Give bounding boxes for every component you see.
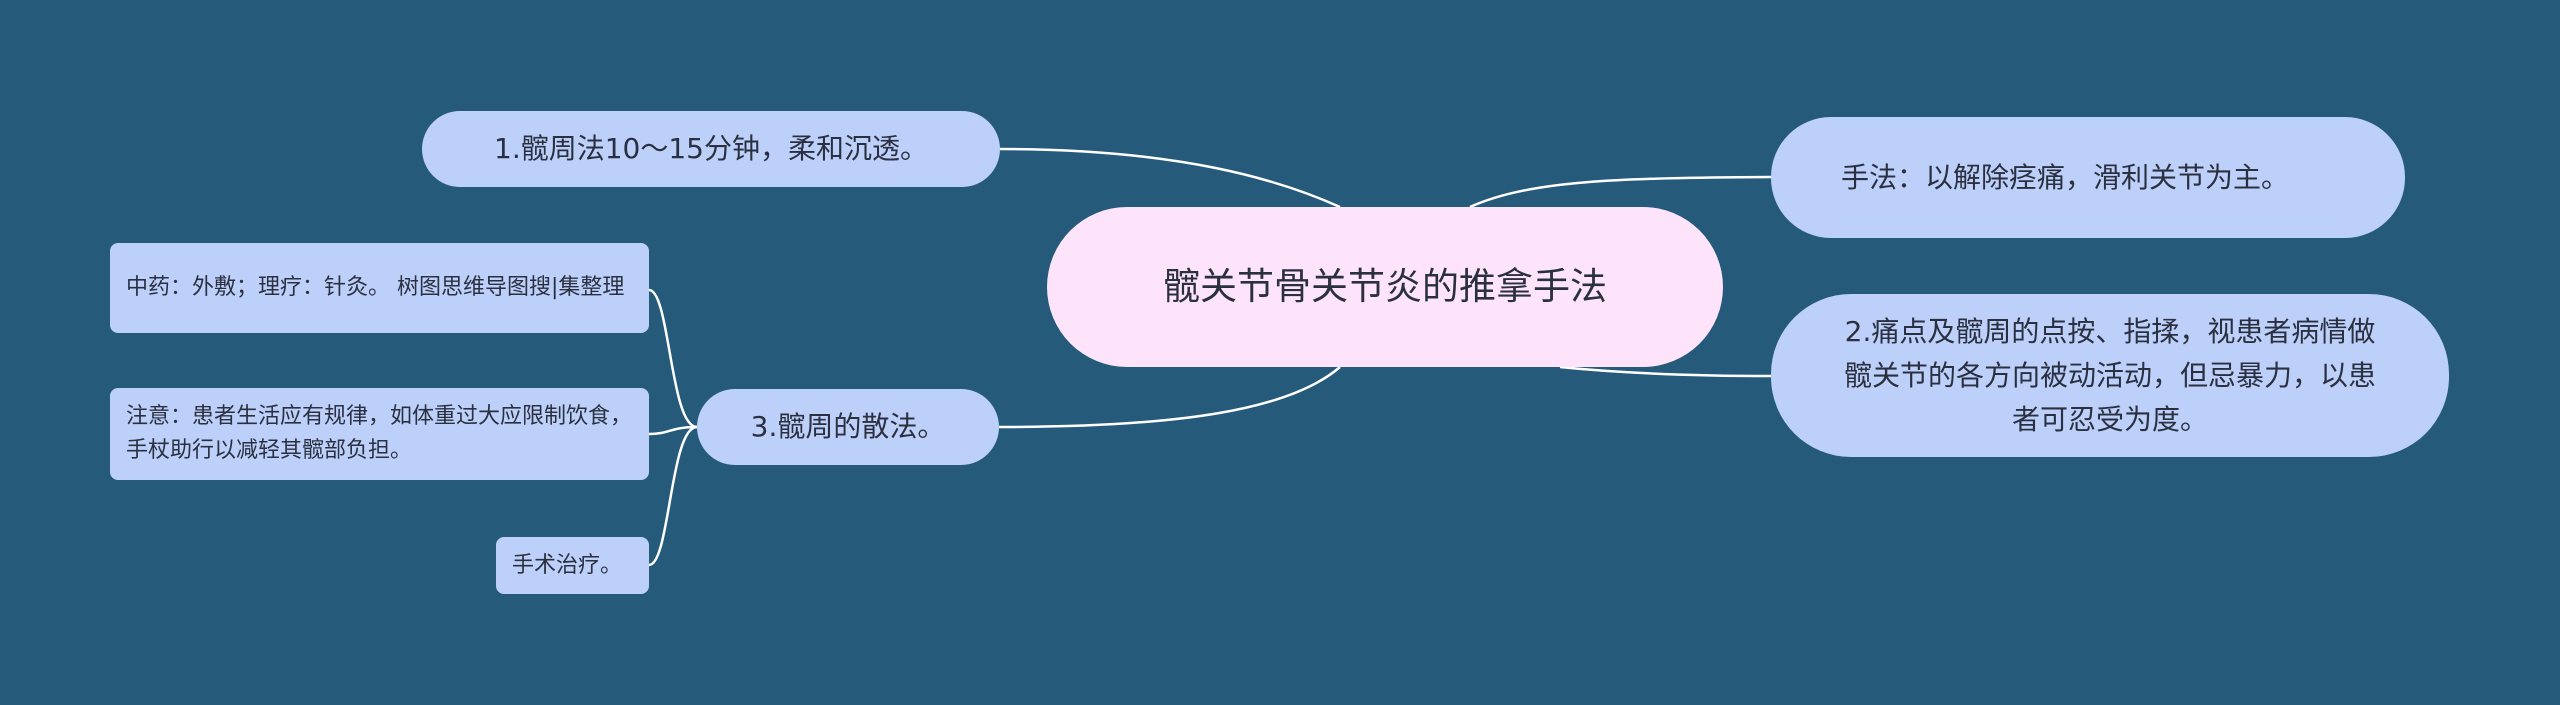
central-topic-label: 髋关节骨关节炎的推拿手法: [1163, 265, 1607, 308]
branch-technique[interactable]: 手法：以解除痉痛，滑利关节为主。: [1771, 117, 2405, 238]
branch-hip-circumference-method[interactable]: 1.髋周法10～15分钟，柔和沉透。: [422, 111, 1000, 187]
branch-label: 3.髋周的散法。: [750, 410, 946, 443]
leaf-label: 手术治疗。: [512, 552, 623, 578]
leaf-label: 中药：外敷；理疗：针灸。 树图思维导图搜|集整理: [126, 275, 625, 300]
leaf-medicine-therapy[interactable]: 中药：外敷；理疗：针灸。 树图思维导图搜|集整理: [110, 243, 649, 333]
branch-pain-point-pressing[interactable]: 2.痛点及髋周的点按、指揉，视患者病情做髋关节的各方向被动活动，但忌暴力，以患者…: [1771, 294, 2449, 457]
branch-hip-dispersion-method[interactable]: 3.髋周的散法。: [697, 389, 999, 465]
connector-center-right2: [1559, 365, 1772, 378]
connector-left2-leaf2: [648, 425, 698, 436]
leaf-surgery[interactable]: 手术治疗。: [496, 537, 649, 594]
connector-center-right1: [1469, 175, 1772, 209]
leaf-precautions[interactable]: 注意：患者生活应有规律，如体重过大应限制饮食，手杖助行以减轻其髋部负担。: [110, 388, 649, 480]
branch-label: 手法：以解除痉痛，滑利关节为主。: [1841, 160, 2290, 194]
leaf-label: 注意：患者生活应有规律，如体重过大应限制饮食，手杖助行以减轻其髋部负担。: [126, 404, 633, 463]
branch-label: 1.髋周法10～15分钟，柔和沉透。: [494, 132, 928, 165]
central-topic[interactable]: 髋关节骨关节炎的推拿手法: [1047, 207, 1723, 367]
connector-center-left1: [999, 147, 1341, 209]
connector-left2-leaf1: [648, 288, 698, 429]
connector-center-left2: [998, 366, 1341, 429]
connector-left2-leaf3: [648, 425, 698, 567]
branch-label: 2.痛点及髋周的点按、指揉，视患者病情做髋关节的各方向被动活动，但忌暴力，以患者…: [1843, 314, 2376, 436]
